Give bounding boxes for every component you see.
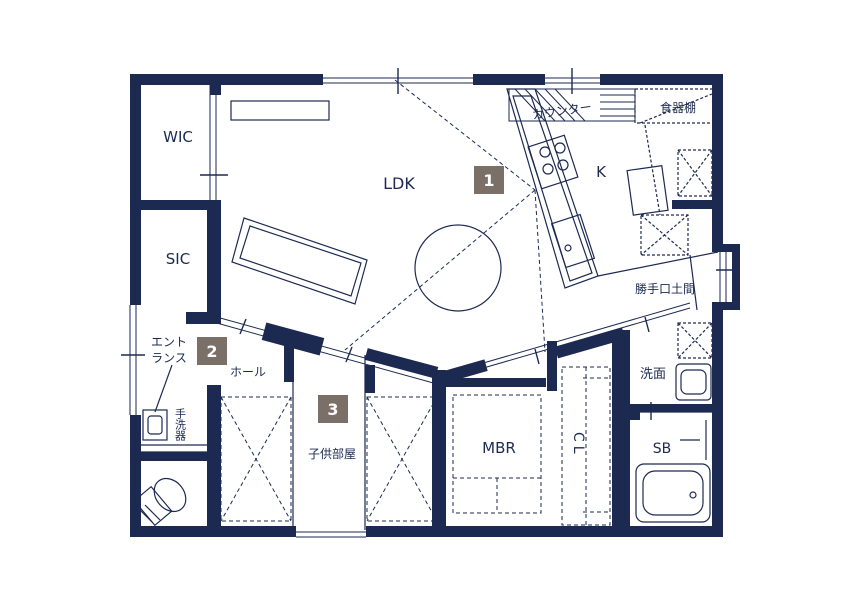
walls	[130, 74, 740, 537]
kids-storage-right	[366, 396, 438, 522]
badge-3-number: 3	[327, 400, 338, 419]
room-label-ldk: LDK	[383, 174, 415, 193]
room-label-wic: WIC	[163, 128, 193, 146]
kids-storage-left	[220, 396, 292, 522]
room-label-sic: SIC	[166, 250, 190, 268]
closet-outline	[561, 366, 611, 526]
basin-icon	[675, 363, 712, 401]
shelf-icon	[230, 100, 330, 121]
badge-1-number: 1	[483, 171, 494, 190]
room-label-service-entrance: 勝手口土間	[635, 281, 695, 296]
sink-icon	[550, 213, 596, 269]
room-label-closet: CL	[570, 432, 586, 458]
room-label-entrance-2: ランス	[151, 351, 187, 365]
room-label-bath: SB	[653, 441, 672, 457]
stove-icon	[527, 134, 579, 190]
room-label-entrance-1: エント	[151, 335, 187, 349]
badge-3: 3	[318, 395, 348, 423]
badge-2: 2	[197, 337, 227, 365]
washroom-storage	[677, 322, 713, 359]
sofa-icon	[231, 217, 368, 305]
room-label-dish-shelf: 食器棚	[660, 100, 696, 115]
fridge-icon	[626, 165, 669, 216]
badge-2-number: 2	[206, 342, 217, 361]
room-label-kitchen: K	[596, 163, 607, 181]
badge-1: 1	[474, 166, 504, 194]
dining-table-icon	[414, 224, 502, 312]
room-label-washroom: 洗面	[640, 367, 666, 382]
room-label-hall: ホール	[230, 365, 266, 379]
room-label-mbr: MBR	[482, 439, 516, 457]
ceiling-lines	[344, 79, 546, 353]
bathtub-icon	[635, 463, 711, 523]
room-label-handwash: 手洗器	[174, 407, 187, 442]
room-label-kids-room: 子供部屋	[308, 446, 356, 461]
toilet-icon	[133, 477, 187, 527]
storage-x	[640, 124, 713, 256]
bed-icon	[452, 394, 542, 514]
handwash-icon	[142, 409, 168, 441]
